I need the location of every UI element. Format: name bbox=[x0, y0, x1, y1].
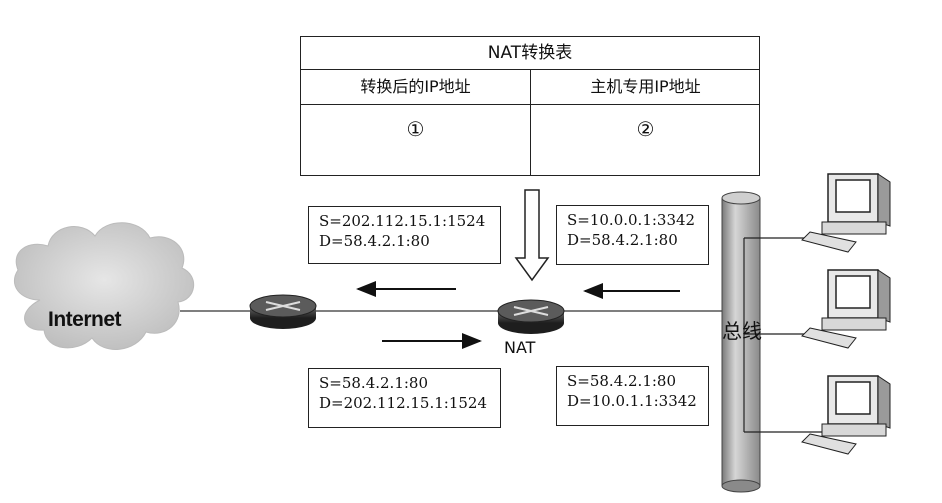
address-box-incoming-public: S=58.4.2.1:80 D=202.112.15.1:1524 bbox=[308, 368, 501, 428]
cloud-icon bbox=[13, 222, 194, 350]
source-address: S=58.4.2.1:80 bbox=[319, 374, 429, 392]
computer-icon bbox=[801, 173, 891, 253]
internet-label: Internet bbox=[48, 308, 122, 331]
computer-icon bbox=[801, 375, 891, 455]
computer-icon bbox=[801, 269, 891, 349]
header-translated-ip: 转换后的IP地址 bbox=[360, 77, 471, 96]
destination-address: D=58.4.2.1:80 bbox=[567, 231, 678, 249]
address-box-outgoing-public: S=202.112.15.1:1524 D=58.4.2.1:80 bbox=[308, 206, 501, 264]
address-box-outgoing-private: S=10.0.0.1:3342 D=58.4.2.1:80 bbox=[556, 205, 709, 265]
bus-cylinder bbox=[721, 191, 761, 493]
source-address: S=10.0.0.1:3342 bbox=[567, 211, 696, 229]
hollow-down-arrow bbox=[514, 189, 550, 282]
destination-address: D=58.4.2.1:80 bbox=[319, 232, 430, 250]
nat-label: NAT bbox=[504, 338, 536, 357]
header-private-ip: 主机专用IP地址 bbox=[590, 77, 701, 96]
address-box-incoming-private: S=58.4.2.1:80 D=10.0.1.1:3342 bbox=[556, 366, 709, 426]
bus-label: 总线 bbox=[722, 319, 762, 343]
table-column-divider bbox=[530, 70, 531, 175]
table-title: NAT转换表 bbox=[301, 37, 759, 70]
source-address: S=58.4.2.1:80 bbox=[567, 372, 677, 390]
nat-router-icon bbox=[497, 299, 565, 334]
nat-translation-table: NAT转换表 转换后的IP地址 主机专用IP地址 ① ② bbox=[300, 36, 760, 176]
cell-private-ip: ② bbox=[636, 117, 655, 141]
router-icon bbox=[249, 294, 317, 329]
destination-address: D=202.112.15.1:1524 bbox=[319, 394, 488, 412]
source-address: S=202.112.15.1:1524 bbox=[319, 212, 486, 230]
destination-address: D=10.0.1.1:3342 bbox=[567, 392, 697, 410]
cell-translated-ip: ① bbox=[406, 117, 425, 141]
